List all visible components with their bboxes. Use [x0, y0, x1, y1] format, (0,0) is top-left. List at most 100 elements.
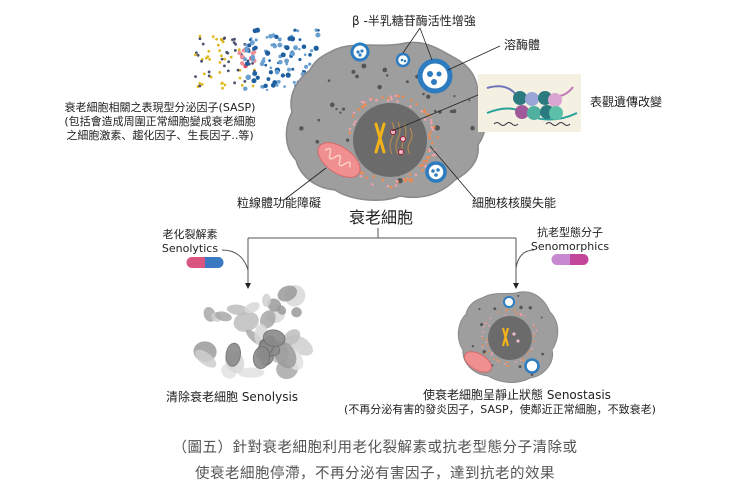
sasp-dot [275, 83, 279, 87]
sasp-dot [211, 35, 215, 39]
envelope-dot [359, 171, 363, 174]
senomorphics-label-zh: 抗老型態分子 [537, 226, 603, 239]
lysosome-small [350, 42, 370, 62]
envelope-dot [531, 347, 533, 350]
sasp-dot [201, 42, 205, 46]
envelope-dot [361, 171, 365, 175]
sasp-dot [274, 34, 279, 40]
sasp-dot [272, 44, 277, 49]
envelope-dot [348, 131, 352, 135]
envelope-dot [491, 351, 494, 354]
sasp-dot [276, 79, 281, 84]
sasp-dot [289, 36, 296, 42]
envelope-dot [389, 95, 393, 98]
envelope-dot [487, 350, 490, 353]
sasp-label-line2: (包括會造成周圍正常細胞變成衰老細胞 [64, 115, 256, 128]
sasp-dot [237, 50, 242, 56]
envelope-dot [420, 110, 424, 113]
envelope-dot [415, 102, 418, 106]
nuclear-envelope-label: 細胞核核膜失能 [472, 196, 557, 210]
granule [452, 109, 457, 114]
envelope-dot [533, 332, 535, 335]
senolytics-label-zh: 老化裂解素 [162, 228, 218, 241]
granule [377, 84, 382, 90]
envelope-dot [390, 97, 393, 101]
granule [382, 67, 388, 73]
envelope-dot [369, 98, 372, 101]
granule [540, 316, 543, 319]
sasp-dot [198, 81, 202, 85]
sasp-dot [215, 37, 218, 41]
envelope-dot [428, 136, 432, 140]
sasp-dot [207, 74, 211, 78]
envelope-dot [429, 131, 432, 134]
sasp-dot [277, 37, 282, 42]
sasp-dot [315, 32, 321, 38]
sasp-dot [245, 74, 252, 81]
sasp-dot [303, 53, 307, 57]
sasp-dot [223, 83, 227, 87]
envelope-dot [421, 168, 424, 172]
envelope-dot [496, 359, 498, 361]
sasp-dot [236, 68, 240, 72]
pointer-lines [283, 27, 501, 201]
envelope-dot [506, 308, 509, 311]
sasp-dot [265, 36, 269, 39]
envelope-dot [504, 313, 507, 316]
sasp-dot [243, 86, 248, 91]
envelope-dot [521, 357, 524, 360]
envelope-dot [381, 178, 385, 182]
sasp-dot [198, 34, 202, 38]
epigenetic-label: 表觀遺傳改變 [590, 95, 663, 109]
granule [493, 307, 497, 311]
envelope-dot [533, 334, 535, 337]
envelope-dot [421, 163, 424, 167]
sasp-dot [263, 83, 268, 89]
sasp-dot [298, 38, 302, 42]
envelope-dot [359, 175, 363, 178]
cell-fragment [262, 293, 271, 307]
envelope-dot [354, 120, 357, 123]
sasp-dot [207, 49, 211, 53]
envelope-dot [365, 176, 368, 180]
sasp-dot [239, 61, 245, 66]
envelope-dot [352, 111, 356, 115]
sasp-dot [229, 55, 233, 59]
envelope-dot [520, 359, 522, 362]
granule [335, 107, 338, 111]
sasp-dot [293, 45, 299, 51]
envelope-dot [430, 125, 434, 129]
chromosome-icon [374, 122, 386, 154]
envelope-dot [508, 364, 510, 367]
envelope-dot [372, 175, 376, 178]
envelope-dot [381, 96, 384, 99]
senolysis-label: 清除衰老細胞 Senolysis [166, 390, 299, 404]
envelope-dot [401, 95, 405, 99]
sasp-dot [222, 37, 226, 40]
envelope-dot [489, 317, 492, 320]
granule [345, 138, 350, 142]
nuclear-envelope-damage [347, 94, 440, 189]
sasp-dot [269, 66, 273, 70]
envelope-dot [504, 309, 507, 312]
envelope-dot [520, 314, 522, 317]
envelope-dot [362, 101, 366, 104]
envelope-dot [436, 136, 440, 139]
arrow-down-left [245, 283, 251, 289]
sasp-dot [296, 29, 300, 33]
lysed-cell-fragments [193, 285, 314, 380]
arrow-down-right [513, 283, 519, 289]
envelope-dot [348, 127, 352, 131]
sasp-dot [253, 45, 258, 51]
senomorphics-pill-icon [551, 254, 589, 265]
senostasis-note: (不再分泌有害的發炎因子，SASP，使鄰近正常細胞，不致衰老) [344, 403, 656, 416]
sasp-dot [285, 72, 291, 78]
envelope-dot [431, 153, 435, 157]
sasp-dot [308, 53, 312, 57]
granule [468, 99, 471, 102]
sasp-dot [198, 84, 202, 88]
sasp-dot [286, 67, 291, 72]
senolytics-pill-icon [186, 257, 224, 268]
sasp-label-line3: 之細胞激素、趨化因子、生長因子..等) [66, 129, 254, 142]
